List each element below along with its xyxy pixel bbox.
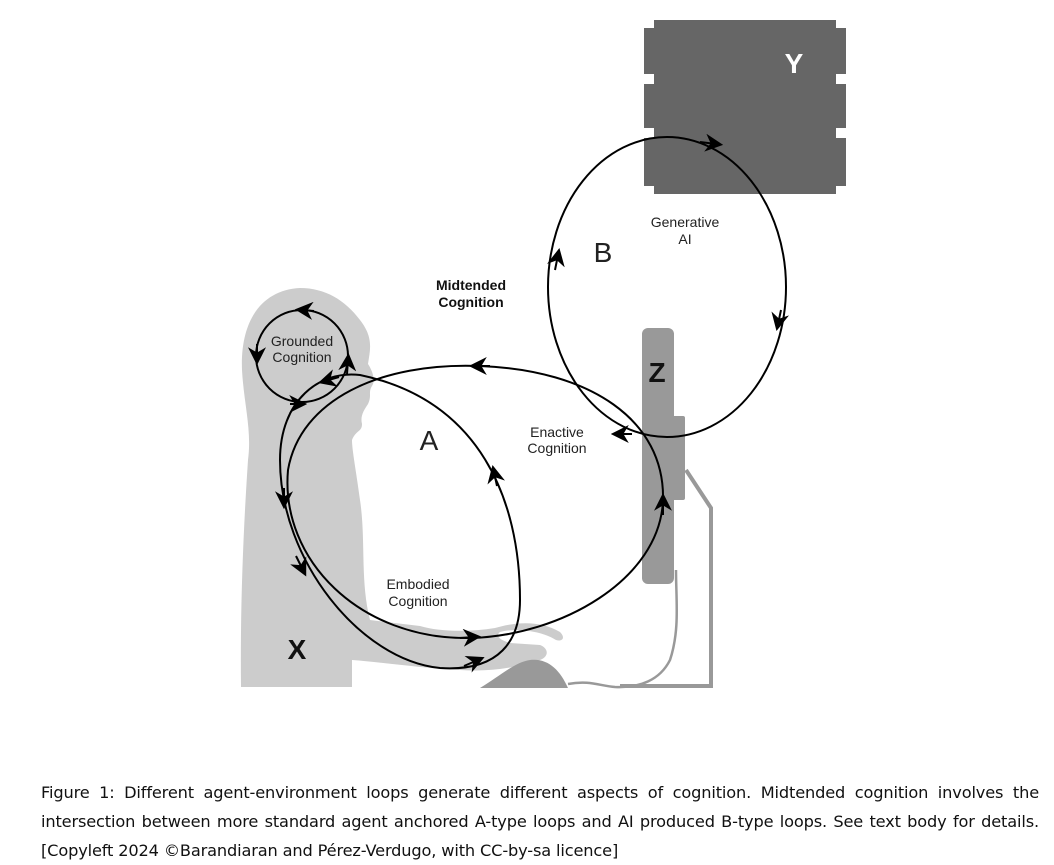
mouse	[480, 659, 568, 688]
loop-enactive	[286, 357, 672, 647]
label-server-y: Y	[785, 48, 804, 79]
label-grounded-2: Cognition	[272, 349, 331, 365]
mouse-cable	[567, 569, 679, 689]
loop-b	[547, 133, 790, 443]
label-generative-1: Generative	[651, 214, 720, 230]
label-enactive-1: Enactive	[530, 424, 584, 440]
label-grounded-1: Grounded	[271, 333, 333, 349]
label-embodied-1: Embodied	[386, 576, 449, 592]
label-screen-z: Z	[648, 357, 665, 388]
label-loop-b: B	[594, 237, 613, 268]
figure-caption: Figure 1: Different agent-environment lo…	[41, 783, 1039, 861]
cognition-loops-diagram: Y Z X A B Grounded Cognition Embodied Co…	[240, 20, 846, 689]
label-midtended-1: Midtended	[436, 277, 506, 293]
loop-grounded	[248, 301, 357, 413]
label-enactive-2: Cognition	[527, 440, 586, 456]
label-loop-a: A	[420, 425, 439, 456]
label-midtended-2: Cognition	[438, 294, 503, 310]
label-generative-2: AI	[678, 231, 691, 247]
label-embodied-2: Cognition	[388, 593, 447, 609]
server-box	[644, 20, 846, 194]
label-agent-x: X	[288, 634, 307, 665]
loop-a	[275, 369, 521, 673]
